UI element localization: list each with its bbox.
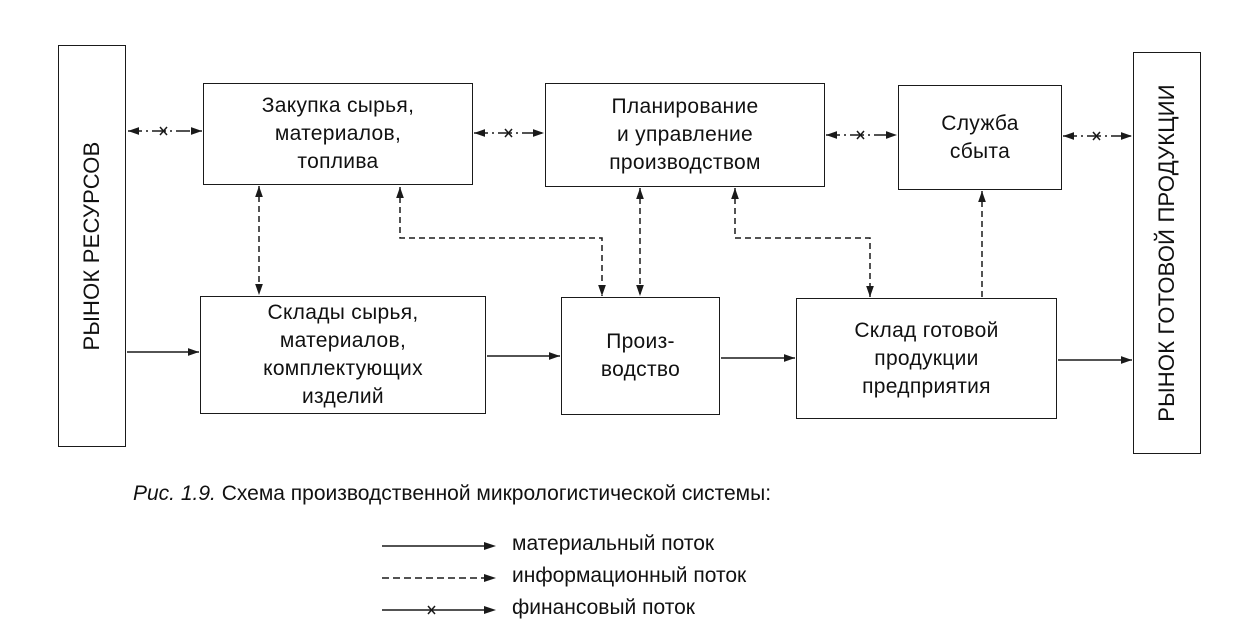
sales-box: Служба сбыта [898,85,1062,190]
planning-label: Планирование и управление производством [609,95,761,174]
purchasing-box: Закупка сырья, материалов, топлива [203,83,473,185]
legend-information-label: информационный поток [512,564,747,587]
legend-material: материальный поток [380,532,860,560]
legend-material-swatch [382,542,496,550]
warehouses-box: Склады сырья, материалов, комплектующих … [200,296,486,414]
resource-market: РЫНОК РЕСУРСОВ [58,45,126,447]
legend-financial-swatch [382,605,496,615]
legend-information-swatch [382,574,496,582]
planning-box: Планирование и управление производством [545,83,825,187]
sales-label: Служба сбыта [941,111,1019,163]
production-box: Произ- водство [561,297,720,415]
legend-material-label: материальный поток [512,532,715,555]
info-flow-purchasing-production [396,187,606,296]
product-market: РЫНОК ГОТОВОЙ ПРОДУКЦИИ [1133,52,1201,454]
figure-caption: Рис. 1.9. Схема производственной микроло… [133,482,1123,506]
info-flow-planning-finished [731,188,874,297]
caption-text: Схема производственной микрологистическо… [221,482,772,505]
legend-information: информационный поток [380,564,860,592]
purchasing-label: Закупка сырья, материалов, топлива [261,94,415,173]
finished-goods-label: Склад готовой продукции предприятия [854,318,999,398]
figure-number: Рис. 1.9. [133,482,216,505]
legend-financial: финансовый поток [380,596,860,624]
production-label: Произ- водство [600,330,681,381]
warehouses-label: Склады сырья, материалов, комплектующих … [263,301,423,408]
legend-financial-label: финансовый поток [512,596,695,619]
financial-flow-x-marks [159,126,1101,141]
finished-goods-box: Склад готовой продукции предприятия [796,298,1057,419]
